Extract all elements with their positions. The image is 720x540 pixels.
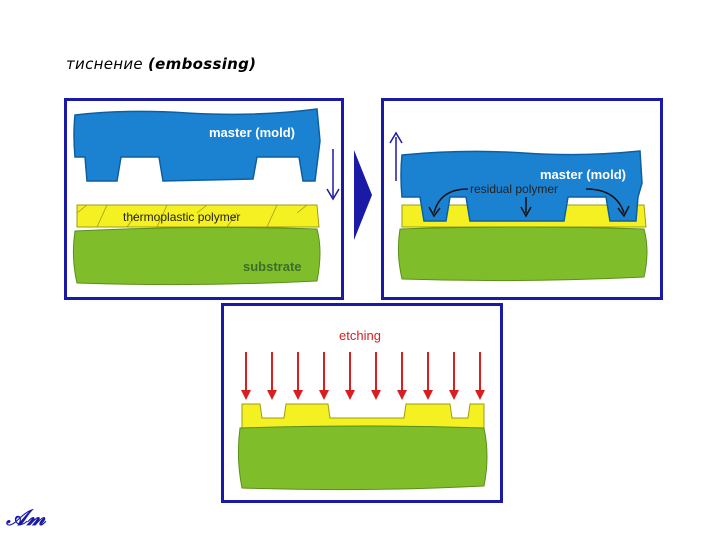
etch-arrow-head-icon	[319, 390, 329, 400]
up-arrow-icon	[389, 131, 403, 144]
etch-arrow-head-icon	[475, 390, 485, 400]
etch-arrow-head-icon	[371, 390, 381, 400]
residual-label: residual polymer	[470, 182, 558, 196]
etch-arrow-head-icon	[293, 390, 303, 400]
substrate-shape-etched	[237, 425, 488, 491]
etch-arrow-head-icon	[423, 390, 433, 400]
diagram-before: master (mold) thermoplastic polymer subs…	[72, 108, 340, 286]
callout-left-arrow-icon	[428, 206, 441, 218]
callout-left	[433, 188, 469, 214]
mold-shape-pressed	[400, 150, 643, 222]
mold-label-pressed: master (mold)	[540, 167, 626, 182]
panel-before-embossing: master (mold) thermoplastic polymer subs…	[64, 98, 344, 300]
down-arrow-icon	[326, 188, 340, 201]
title-en: (embossing)	[148, 55, 257, 73]
etch-arrow-head-icon	[241, 390, 251, 400]
callout-right	[585, 188, 625, 214]
mold-label: master (mold)	[209, 125, 295, 140]
logo-text: 𝒜𝓂	[6, 505, 46, 531]
title-ru: тиснение	[66, 55, 143, 73]
etch-arrow-head-icon	[397, 390, 407, 400]
etch-arrow-head-icon	[267, 390, 277, 400]
diagram-embossing: master (mold) residual polymer	[389, 131, 648, 282]
polymer-label: thermoplastic polymer	[123, 210, 240, 224]
slide-title: тиснение (embossing)	[66, 55, 256, 73]
logo-icon: 𝒜𝓂	[6, 505, 46, 531]
polymer-layer	[76, 204, 320, 228]
panel-etching: etching	[221, 303, 503, 503]
mold-shape	[73, 108, 321, 182]
etch-arrow-head-icon	[345, 390, 355, 400]
etching-label: etching	[339, 328, 381, 343]
etch-arrows	[241, 352, 485, 400]
polymer-pattern	[241, 403, 485, 429]
diagram-etching: etching	[237, 328, 488, 491]
etch-arrow-head-icon	[449, 390, 459, 400]
substrate-shape-pressed	[397, 226, 648, 282]
callout-right-arrow-icon	[617, 205, 630, 218]
substrate-shape	[72, 226, 321, 286]
substrate-label: substrate	[243, 259, 302, 274]
transition-arrow-icon	[354, 150, 372, 240]
panel-embossing: master (mold) residual polymer	[381, 98, 663, 300]
callout-mid-arrow-icon	[520, 206, 532, 218]
